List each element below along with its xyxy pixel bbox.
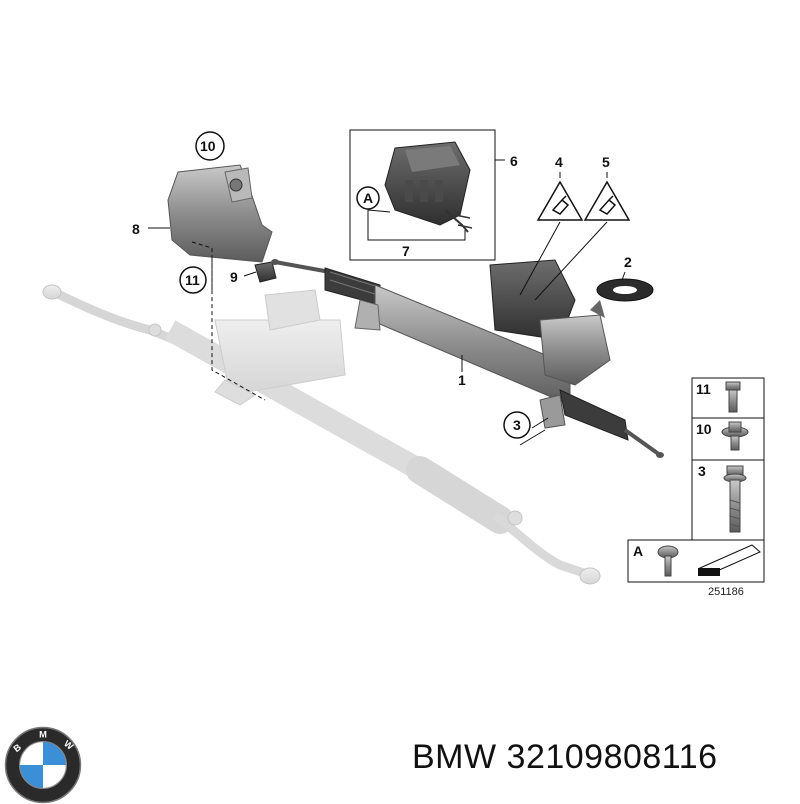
cover-part-8 [167, 164, 273, 263]
svg-text:M: M [39, 730, 47, 740]
bolt-11-icon [725, 381, 741, 413]
callout-2: 2 [624, 254, 632, 270]
fastener-label-10: 10 [696, 421, 712, 437]
callout-A: A [363, 190, 373, 206]
callouts: 1 2 3 4 5 6 A 7 8 9 10 11 [132, 131, 632, 439]
diagram-reference-number: 251186 [708, 586, 744, 598]
bolt-3-icon [723, 465, 747, 533]
callout-6: 6 [510, 153, 518, 169]
ghost-steering-rack [42, 284, 601, 585]
reference-arrow-icon [698, 544, 761, 576]
washer-part-2 [596, 278, 654, 302]
warning-label-part-4 [536, 172, 584, 221]
callout-3: 3 [513, 417, 521, 433]
callout-9: 9 [230, 269, 238, 285]
callout-4: 4 [555, 154, 563, 170]
guide-lines [191, 241, 266, 401]
fastener-label-3: 3 [698, 463, 706, 479]
fastener-table: 11 10 3 A 251186 [627, 377, 765, 598]
bracket-part-9 [254, 261, 277, 283]
warning-label-part-5 [583, 172, 631, 221]
svg-text:B: B [12, 742, 24, 754]
bolt-10-icon [721, 421, 749, 451]
callout-8: 8 [132, 221, 140, 237]
screw-A-icon [657, 545, 679, 577]
callout-10: 10 [200, 138, 216, 154]
callout-1: 1 [458, 372, 466, 388]
callout-7: 7 [402, 243, 410, 259]
fastener-label-11: 11 [696, 381, 711, 397]
leader-lines [148, 221, 626, 446]
callout-11: 11 [185, 272, 200, 288]
fastener-label-A: A [633, 543, 643, 559]
callout-5: 5 [602, 154, 610, 170]
bmw-logo: B M W [4, 726, 82, 804]
part-number-title: BMW 32109808116 [412, 738, 718, 776]
